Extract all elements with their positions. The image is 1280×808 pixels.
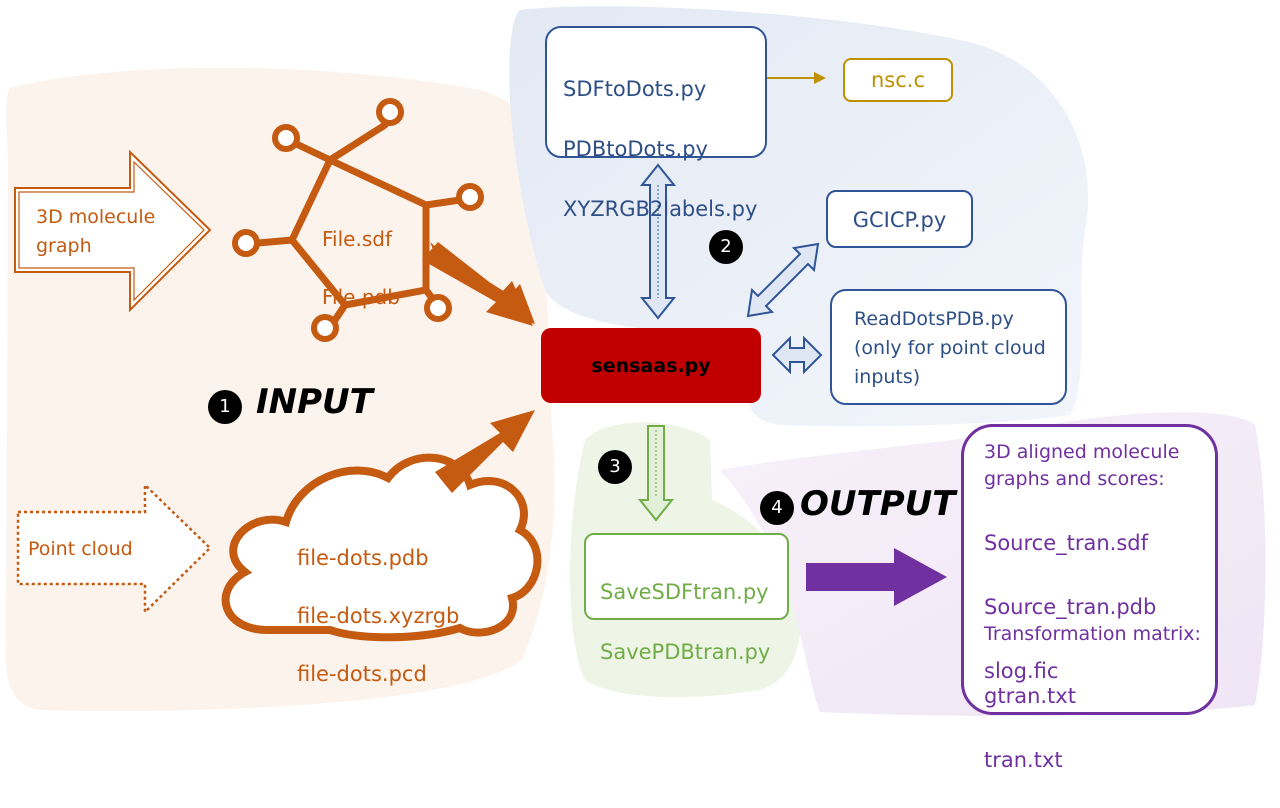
pointcloud-label: Point cloud (28, 538, 133, 560)
pointcloud-file-xyzrgb: file-dots.xyzrgb (297, 604, 460, 628)
dots-double-arrow (639, 163, 677, 320)
readdots-box: ReadDotsPDB.py (only for point cloud inp… (830, 289, 1067, 405)
output-arrow (806, 548, 947, 606)
matrix-file-gtran: gtran.txt (984, 684, 1076, 708)
pointcloud-cloud-icon (221, 453, 542, 642)
pointcloud-file-pcd: file-dots.pcd (297, 662, 427, 686)
script-sdftodots: SDFtoDots.py (563, 77, 707, 101)
pointcloud-input-arrow (16, 482, 212, 615)
script-savepdbtran: SavePDBtran.py (600, 640, 771, 664)
readdots-double-arrow (771, 335, 823, 375)
script-pdbtodots: PDBtoDots.py (563, 137, 708, 161)
output-file-pdb: Source_tran.pdb (984, 595, 1157, 619)
sensaas-main-box: sensaas.py (541, 328, 761, 403)
step-4-badge: 4 (760, 491, 794, 525)
save-down-arrow (637, 425, 675, 522)
gcicp-double-arrow (746, 242, 820, 318)
gcicp-label: GCICP.py (852, 208, 947, 232)
output-file-slog: slog.fic (984, 659, 1059, 683)
output-heading: 3D aligned molecule graphs and scores: (984, 441, 1180, 490)
step-2-badge: 2 (709, 230, 743, 264)
matrix-heading: Transformation matrix: (984, 623, 1201, 645)
input-title: INPUT (256, 382, 373, 422)
output-title: OUTPUT (800, 484, 956, 524)
molecule-graph-label: 3D molecule graph (36, 206, 156, 257)
readdots-label: ReadDotsPDB.py (only for point cloud inp… (854, 308, 1046, 388)
script-xyzrgb2labels: XYZRGB2labels.py (563, 197, 758, 221)
nsc-label: nsc.c (870, 68, 926, 92)
gcicp-box: GCICP.py (826, 190, 973, 248)
input-to-main-arrows (422, 242, 535, 493)
molecule-file-pdb: File.pdb (322, 285, 400, 309)
output-files-box: 3D aligned molecule graphs and scores: S… (961, 424, 1218, 772)
molecule-file-list: File.sdf File.pdb (322, 196, 400, 341)
molecule-file-sdf: File.sdf (322, 227, 392, 251)
nsc-box: nsc.c (843, 58, 953, 102)
step-1-badge: 1 (208, 390, 242, 424)
step-3-badge: 3 (598, 450, 632, 484)
output-file-sdf: Source_tran.sdf (984, 531, 1149, 555)
save-scripts-box: SaveSDFtran.py SavePDBtran.py (584, 533, 789, 664)
pointcloud-file-pdb: file-dots.pdb (297, 546, 429, 570)
dots-scripts-box: SDFtoDots.py PDBtoDots.py XYZRGB2labels.… (545, 26, 767, 221)
sensaas-label: sensaas.py (591, 355, 711, 377)
pointcloud-file-list: file-dots.pdb file-dots.xyzrgb file-dots… (297, 515, 459, 718)
matrix-file-tran: tran.txt (984, 748, 1063, 772)
script-savesdftran: SaveSDFtran.py (600, 580, 769, 604)
